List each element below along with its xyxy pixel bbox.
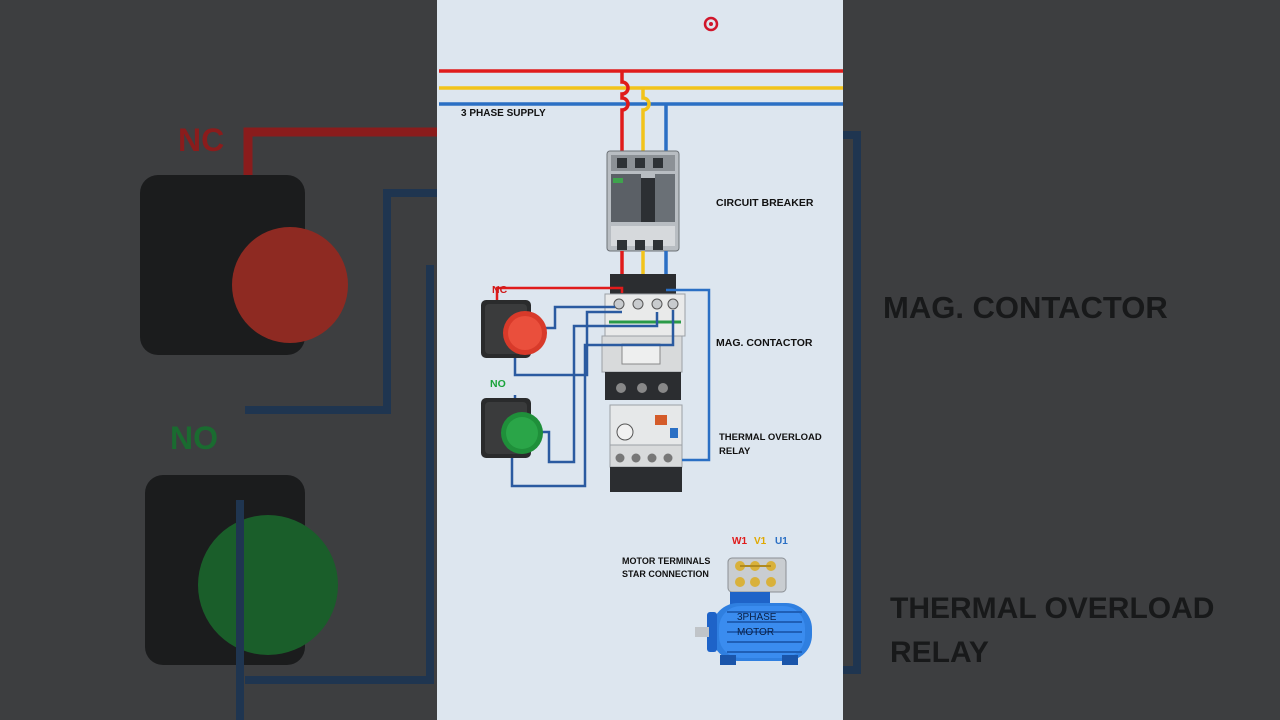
background-no-label: NO: [170, 420, 218, 456]
control-wire-nc-out: [542, 305, 615, 330]
background-overload-line1: THERMAL OVERLOAD: [890, 592, 1215, 625]
nc-label: NC: [492, 284, 508, 296]
motor-label-line1: 3PHASE: [737, 612, 777, 623]
background-right-art: [843, 131, 861, 674]
drop-wire-red: [620, 71, 630, 155]
no-push-button[interactable]: [481, 398, 543, 458]
background-nc-button-cap: [232, 227, 348, 343]
record-icon: [703, 16, 719, 32]
background-left-art: [140, 127, 437, 720]
wiring-diagram: [439, 16, 843, 665]
motor-label-line2: MOTOR: [737, 627, 775, 638]
circuit-breaker-label: CIRCUIT BREAKER: [716, 197, 814, 209]
motor-terminal-box: [727, 557, 787, 593]
control-wire-no-hold: [542, 312, 659, 464]
drop-wire-yellow: [641, 88, 651, 155]
terminal-v1-label: V1: [754, 536, 767, 547]
nc-push-button[interactable]: [481, 300, 547, 358]
background-left-zoom: NC NO: [0, 0, 437, 720]
background-right-zoom: MAG. CONTACTOR THERMAL OVERLOAD RELAY: [843, 0, 1280, 720]
terminal-u1-label: U1: [775, 536, 788, 547]
control-wire-no-coil: [510, 310, 675, 488]
wiring-diagram-panel: 3 PHASE SUPPLY CIRCUIT BREAKER MAG. CONT…: [437, 0, 843, 720]
terminal-w1-label: W1: [732, 536, 747, 547]
contactor-label: MAG. CONTACTOR: [716, 337, 813, 349]
thermal-overload-relay: [609, 404, 683, 492]
overload-label-line2: RELAY: [719, 446, 751, 457]
control-wire-overload-loop: [666, 288, 711, 462]
no-label: NO: [490, 378, 506, 390]
background-overload-line2: RELAY: [890, 636, 989, 669]
motor-terminals-label-line2: STAR CONNECTION: [622, 569, 709, 579]
background-nc-label: NC: [178, 122, 225, 158]
motor-terminals-label-line1: MOTOR TERMINALS: [622, 556, 711, 566]
control-wire-nc-supply: [495, 286, 624, 305]
three-phase-motor: [695, 592, 812, 665]
control-wire-nc-to-no: [513, 310, 622, 377]
magnetic-contactor: [601, 274, 686, 400]
background-no-button-cap: [198, 515, 338, 655]
background-contactor-label: MAG. CONTACTOR: [883, 290, 1168, 325]
supply-label: 3 PHASE SUPPLY: [461, 108, 546, 119]
overload-label-line1: THERMAL OVERLOAD: [719, 432, 822, 443]
circuit-breaker: [606, 150, 680, 252]
